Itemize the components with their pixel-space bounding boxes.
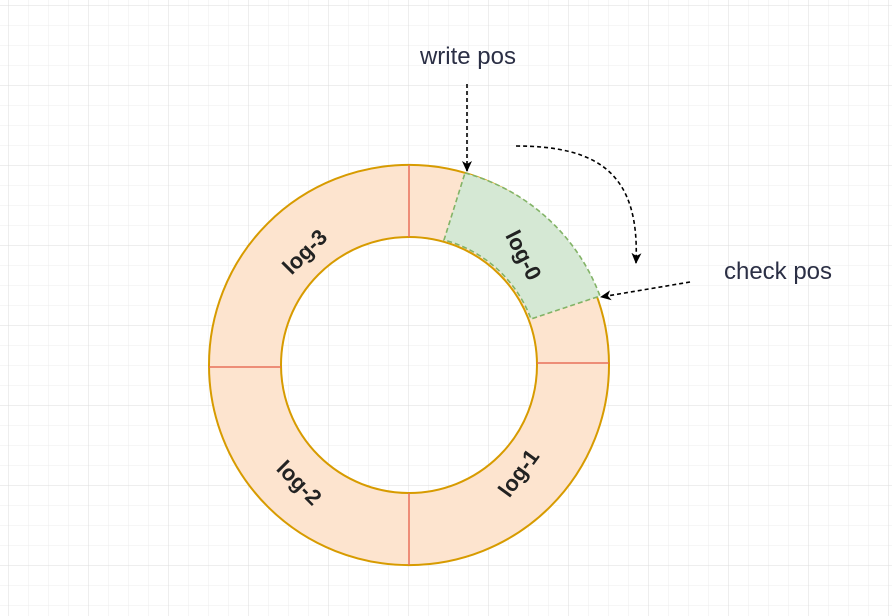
write-pos-label: write pos — [419, 43, 516, 70]
log-0-segment — [442, 172, 602, 321]
check-pos-label: check pos — [724, 258, 832, 285]
check-pos-arrow — [600, 281, 691, 301]
rotation-direction-arrow — [515, 145, 642, 264]
